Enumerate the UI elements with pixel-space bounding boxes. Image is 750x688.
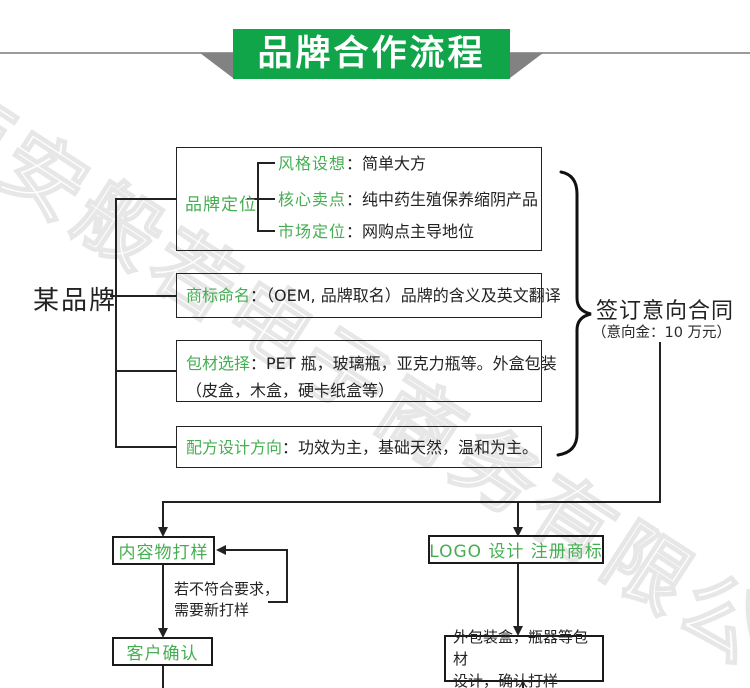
curly-brace-icon xyxy=(556,170,592,457)
distribution-lines xyxy=(162,342,661,688)
header-banner: 品牌合作流程 xyxy=(233,29,510,79)
arrow-down-icon xyxy=(513,626,523,636)
contract-title: 签订意向合同 xyxy=(596,299,735,324)
page-title: 品牌合作流程 xyxy=(257,33,486,74)
confirm-box: 客户确认 xyxy=(112,637,213,666)
packaging-label: 包材选择 xyxy=(186,354,251,373)
branch-style-label: 风格设想 xyxy=(278,154,347,173)
sampling-box: 内容物打样 xyxy=(112,536,215,565)
branch-selling-point: 核心卖点：纯中药生殖保养缩阴产品 xyxy=(278,191,538,208)
branch-market-label: 市场定位 xyxy=(278,222,347,241)
ribbon-fold-right-icon xyxy=(510,53,543,78)
package-design-line2: 设计，确认打样 xyxy=(453,671,559,688)
contract-subtitle: （意向金：10 万元） xyxy=(592,325,732,341)
package-design-text: 外包装盒，瓶器等包材 设计，确认打样 xyxy=(446,626,602,688)
confirm-label: 客户确认 xyxy=(126,644,199,664)
naming-label: 商标命名 xyxy=(186,286,251,305)
logo-label: LOGO 设计 注册商标 xyxy=(429,542,603,562)
positioning-label: 品牌定位 xyxy=(185,195,257,215)
branch-market-text: ：网购点主导地位 xyxy=(346,222,475,241)
positioning-box xyxy=(176,147,542,251)
packaging-line1: ：PET 瓶，玻璃瓶，亚克力瓶等。外盒包装 xyxy=(250,354,557,373)
sampling-label: 内容物打样 xyxy=(118,543,209,563)
naming-desc: ：（OEM, 品牌取名）品牌的含义及英文翻译 xyxy=(250,286,561,305)
arrow-down-icon xyxy=(158,628,168,638)
branch-selling-point-label: 核心卖点 xyxy=(278,190,347,209)
source-brand-label: 某品牌 xyxy=(33,286,118,316)
arrowheads xyxy=(158,527,523,638)
packaging-line2: （皮盒，木盒，硬卡纸盒等） xyxy=(186,381,395,400)
resample-note-line1: 若不符合要求， xyxy=(174,580,280,598)
logo-box: LOGO 设计 注册商标 xyxy=(428,535,604,564)
arrow-left-icon xyxy=(216,545,226,555)
ribbon-fold-left-icon xyxy=(200,53,233,78)
branch-selling-point-text: ：纯中药生殖保养缩阴产品 xyxy=(346,190,539,209)
arrow-down-icon xyxy=(513,527,523,537)
formula-label: 配方设计方向 xyxy=(186,438,283,457)
package-design-box: 外包装盒，瓶器等包材 设计，确认打样 xyxy=(444,628,604,688)
arrow-down-icon xyxy=(158,527,168,537)
formula-desc: ：功效为主，基础天然，温和为主。 xyxy=(282,438,539,457)
naming-text: 商标命名：（OEM, 品牌取名）品牌的含义及英文翻译 xyxy=(186,288,561,304)
packaging-box xyxy=(176,340,542,402)
positioning-bracket xyxy=(247,162,275,232)
packaging-text: 包材选择：PET 瓶，玻璃瓶，亚克力瓶等。外盒包装 （皮盒，木盒，硬卡纸盒等） xyxy=(186,350,557,404)
package-design-line1: 外包装盒，瓶器等包材 xyxy=(453,627,589,668)
branch-style: 风格设想：简单大方 xyxy=(278,155,426,172)
formula-box xyxy=(176,426,542,468)
naming-box xyxy=(176,273,542,318)
formula-text: 配方设计方向：功效为主，基础天然，温和为主。 xyxy=(186,440,538,456)
left-trunk xyxy=(110,198,176,448)
branch-style-text: ：简单大方 xyxy=(346,154,427,173)
resample-note: 若不符合要求， 需要新打样 xyxy=(174,579,279,621)
resample-note-line2: 需要新打样 xyxy=(174,601,250,619)
branch-market: 市场定位：网购点主导地位 xyxy=(278,223,474,240)
